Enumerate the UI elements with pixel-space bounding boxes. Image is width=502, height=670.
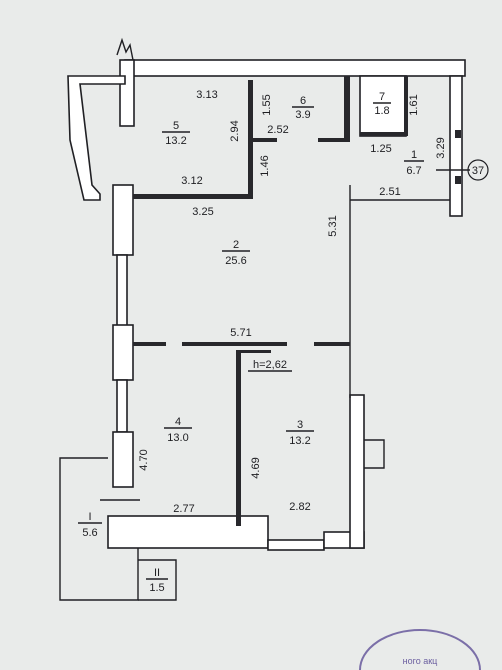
- balcony-I-label: I 5.6: [78, 511, 102, 539]
- dim-2-51: 2.51: [379, 186, 400, 198]
- wall-room6-right: [344, 76, 350, 142]
- dim-2-77: 2.77: [173, 503, 194, 515]
- wall-left-1: [112, 184, 134, 256]
- room-6-label: 6 3.9: [292, 95, 314, 121]
- dim-4-70: 4.70: [138, 449, 150, 470]
- wall-right-notch: [455, 130, 461, 138]
- svg-text:5.6: 5.6: [82, 527, 97, 539]
- svg-text:3: 3: [297, 419, 303, 431]
- svg-text:3.9: 3.9: [295, 109, 310, 121]
- wall-room5-right: [248, 80, 253, 198]
- dim-3-13: 3.13: [196, 89, 217, 101]
- wall-left-2: [112, 324, 134, 381]
- svg-text:4: 4: [175, 416, 181, 428]
- wall-top-left-column: [119, 59, 135, 127]
- svg-text:25.6: 25.6: [225, 255, 246, 267]
- svg-text:ного акц: ного акц: [403, 656, 438, 666]
- room-2-label: 2 25.6: [222, 239, 250, 267]
- wall-divider-a: [133, 342, 166, 346]
- dim-3-25: 3.25: [192, 206, 213, 218]
- dim-1-55: 1.55: [261, 94, 273, 115]
- wall-room4-room3: [236, 350, 241, 526]
- wall-right-bay: [364, 439, 385, 469]
- svg-text:6.7: 6.7: [406, 165, 421, 177]
- wall-left-window-2: [116, 379, 128, 433]
- wall-left-window-1: [116, 254, 128, 328]
- wall-right-upper: [449, 75, 463, 217]
- balcony-I-outline: [59, 457, 139, 601]
- svg-text:5: 5: [173, 120, 179, 132]
- wall-divider-c: [314, 342, 350, 346]
- svg-text:1: 1: [411, 149, 417, 161]
- wall-room7-bottom: [360, 132, 406, 136]
- svg-text:2: 2: [233, 239, 239, 251]
- wall-top: [124, 59, 466, 77]
- room-1-label: 1 6.7: [404, 149, 424, 177]
- dim-2-94: 2.94: [229, 120, 241, 141]
- svg-text:I: I: [88, 511, 91, 523]
- wall-bottom-window: [267, 539, 325, 551]
- dim-4-69: 4.69: [250, 457, 262, 478]
- dim-2-52: 2.52: [267, 124, 288, 136]
- balcony-II-outline: [138, 559, 177, 601]
- room-4-label: 4 13.0: [164, 416, 192, 444]
- balcony-II-label: II 1.5: [146, 567, 168, 594]
- wall-bottom-left: [107, 515, 269, 549]
- wall-room6-bottom-b: [318, 138, 348, 142]
- dim-5-31: 5.31: [327, 215, 339, 236]
- stamp: ного акц: [359, 629, 481, 670]
- dim-3-29: 3.29: [435, 137, 447, 158]
- svg-text:37: 37: [472, 165, 484, 177]
- wall-left-3: [112, 431, 134, 488]
- dim-1-46: 1.46: [259, 155, 271, 176]
- break-line: [116, 37, 134, 61]
- svg-text:1.8: 1.8: [374, 105, 389, 117]
- wall-room3-top: [241, 350, 271, 353]
- room-3-label: 3 13.2: [286, 419, 314, 447]
- wall-divider-b: [182, 342, 287, 346]
- room-5-label: 5 13.2: [162, 120, 190, 147]
- dim-2-82: 2.82: [289, 501, 310, 513]
- dim-3-12: 3.12: [181, 175, 202, 187]
- wall-room5-bottom: [133, 194, 253, 199]
- dim-1-61: 1.61: [408, 94, 420, 115]
- entrance-marker: 37: [436, 159, 489, 181]
- svg-text:13.2: 13.2: [165, 135, 186, 147]
- svg-text:13.2: 13.2: [289, 435, 310, 447]
- wall-right-lower: [349, 394, 365, 549]
- svg-text:1.5: 1.5: [149, 582, 164, 594]
- wall-right-notch-2: [455, 176, 461, 184]
- balcony-top-left: [67, 75, 126, 201]
- dim-5-71: 5.71: [230, 327, 251, 339]
- wall-room7-right: [404, 76, 408, 136]
- svg-text:7: 7: [379, 91, 385, 103]
- svg-text:13.0: 13.0: [167, 432, 188, 444]
- svg-text:6: 6: [300, 95, 306, 107]
- dim-1-25: 1.25: [370, 143, 391, 155]
- svg-text:h=2,62: h=2,62: [253, 359, 287, 371]
- svg-text:II: II: [154, 567, 160, 579]
- ceiling-height: h=2,62: [248, 359, 292, 372]
- room-7-label: 7 1.8: [373, 91, 391, 117]
- wall-room6-bottom-a: [253, 138, 277, 142]
